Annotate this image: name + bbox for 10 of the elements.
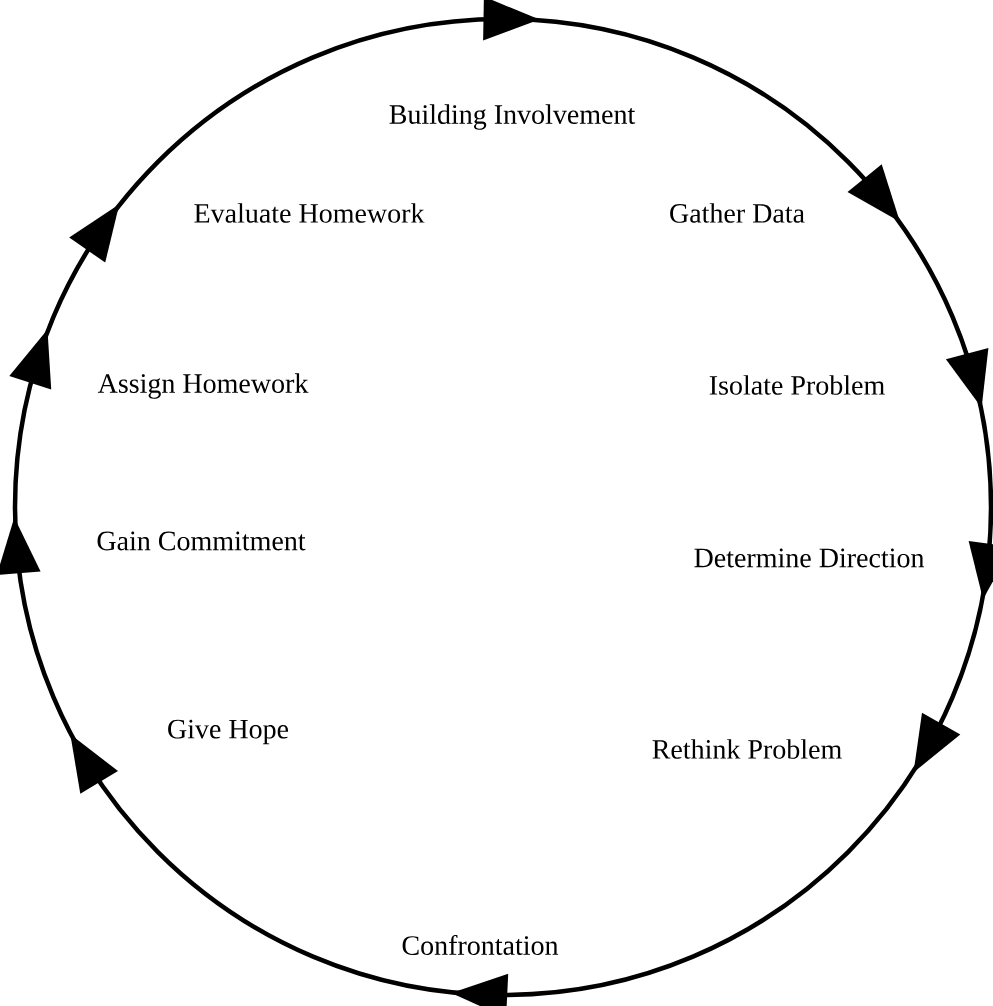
stage-label: Give Hope <box>168 719 289 745</box>
stage-label: Gain Commitment <box>97 531 306 551</box>
stage-label: Assign Homework <box>97 373 309 399</box>
stage-label: Determine Direction <box>694 548 925 568</box>
stage-label: Rethink Problem <box>652 739 842 759</box>
stage-label: Building Involvement <box>389 104 636 130</box>
stage-label: Evaluate Homework <box>194 203 425 223</box>
stage-label: Gather Data <box>670 203 805 223</box>
stage-label: Isolate Problem <box>709 375 885 395</box>
stage-label: Confrontation <box>402 935 559 955</box>
